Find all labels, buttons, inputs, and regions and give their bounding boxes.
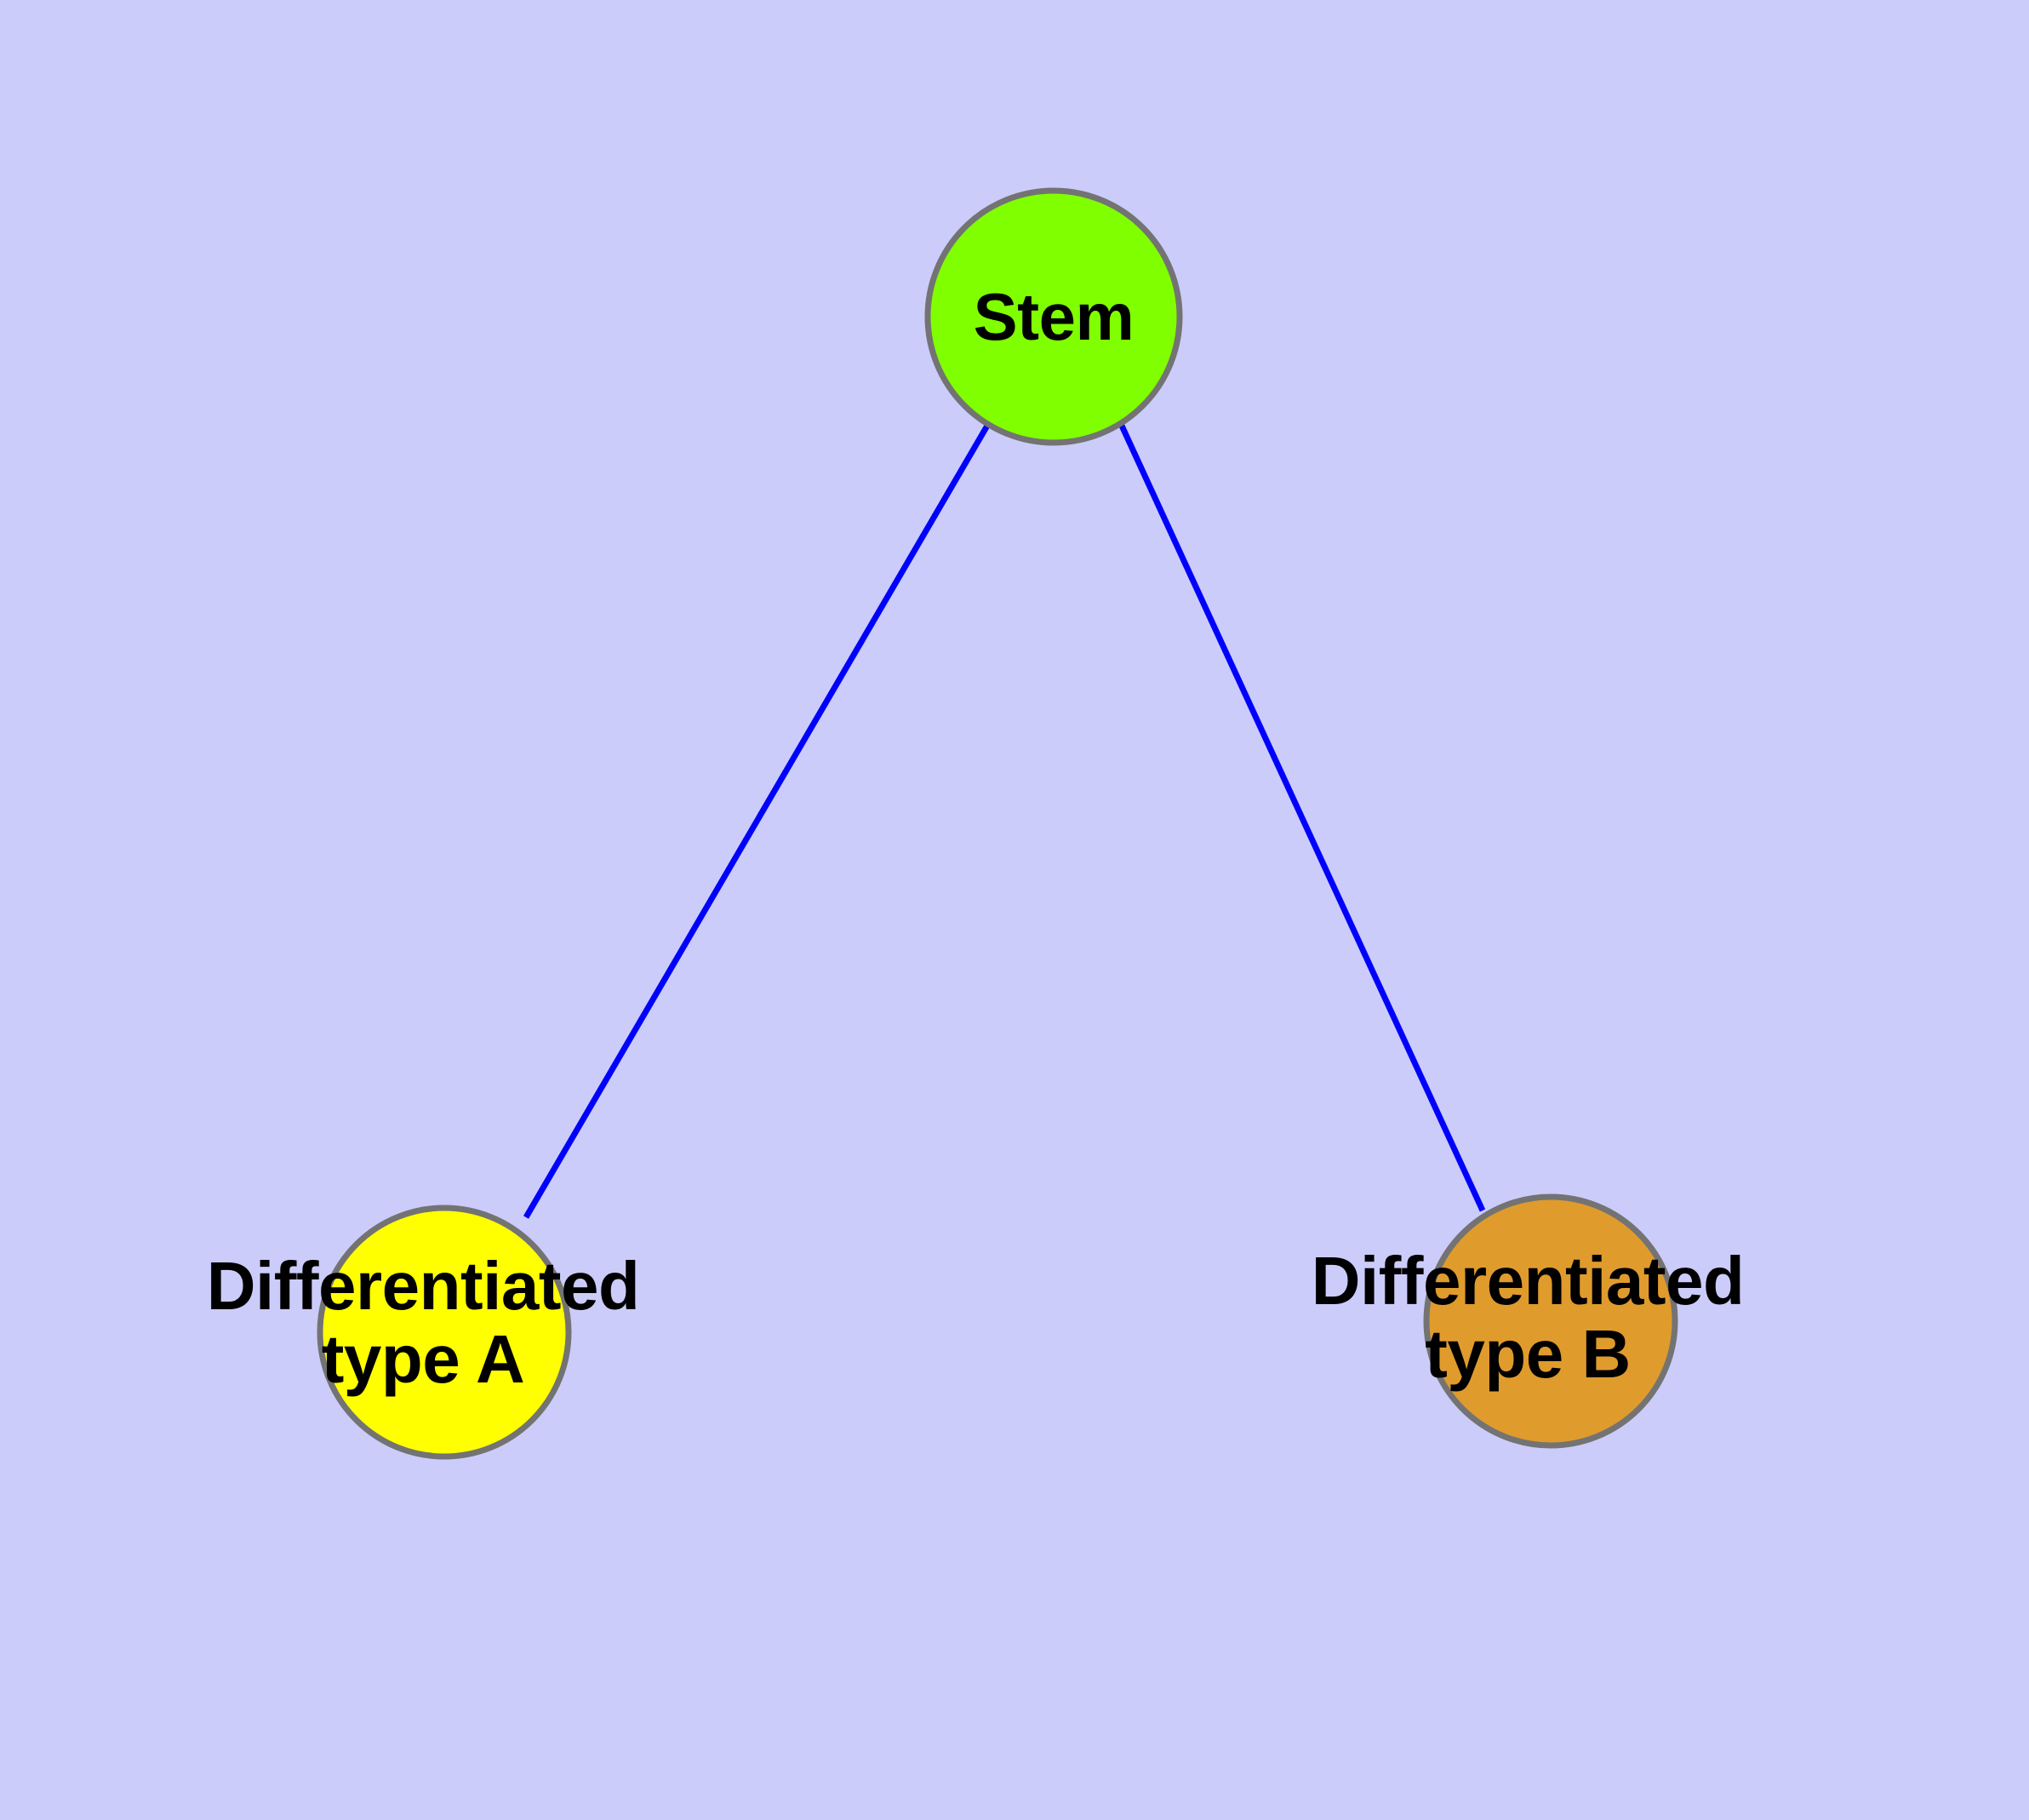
edge-stem-to-differentiated-b[interactable] (1118, 424, 1486, 1212)
node-layer (317, 187, 1678, 1460)
node-differentiated-type-a[interactable] (317, 1205, 572, 1460)
edge-stem-to-differentiated-a[interactable] (523, 424, 991, 1219)
node-differentiated-type-b[interactable] (1423, 1193, 1678, 1449)
edge-layer (523, 424, 1486, 1219)
node-stem[interactable] (924, 187, 1183, 446)
